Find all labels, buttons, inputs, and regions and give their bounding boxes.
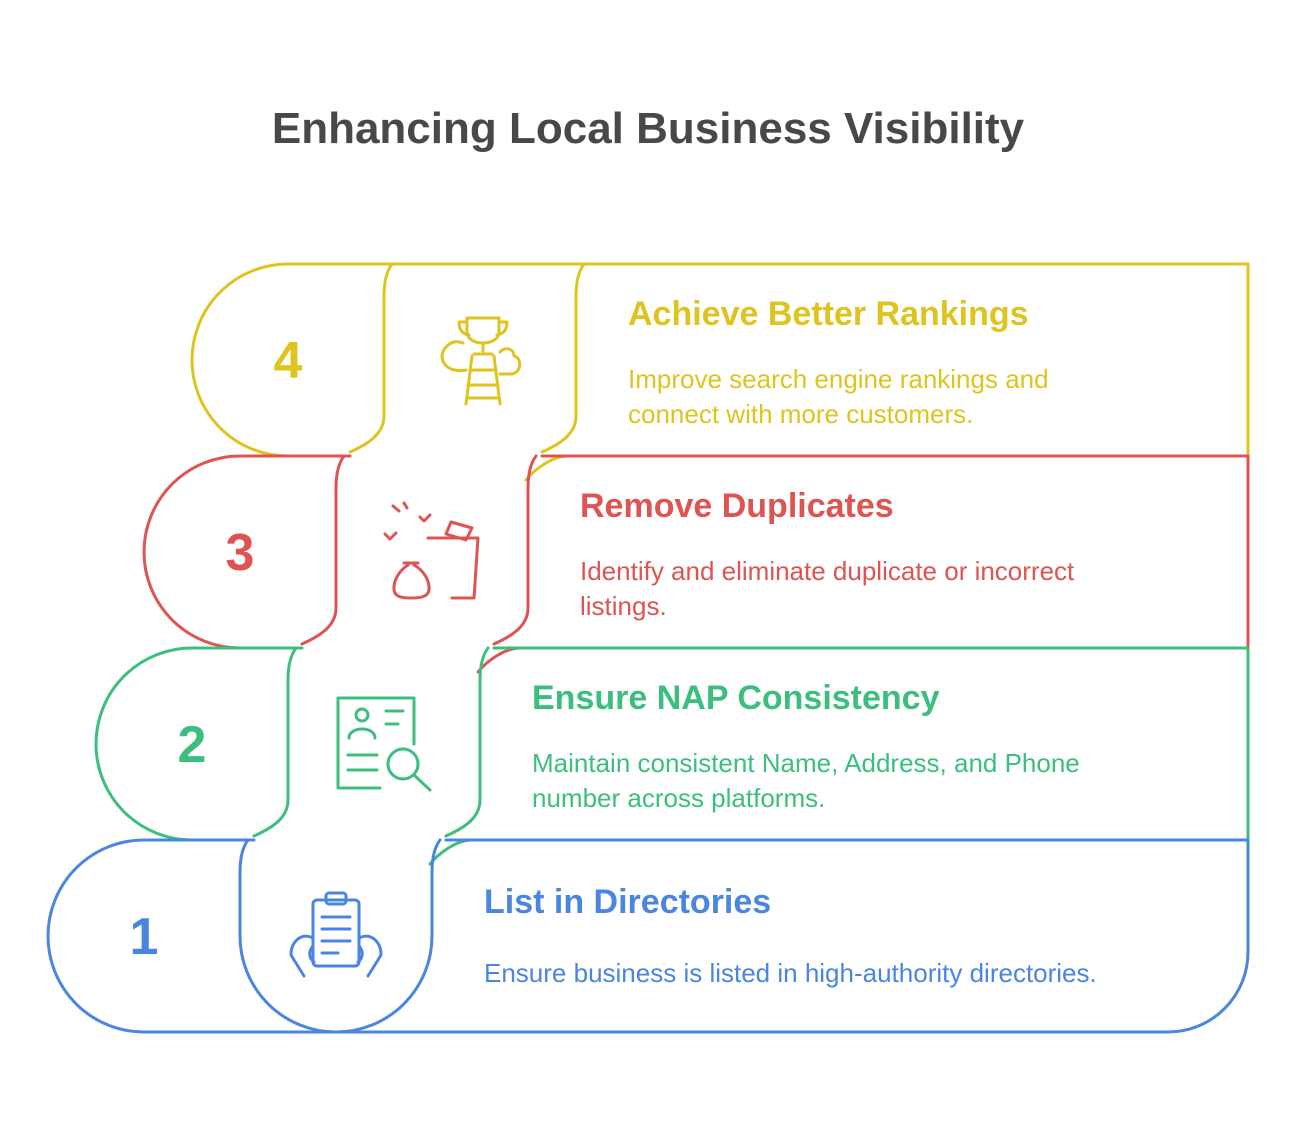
step-4-connector [348,262,586,454]
step-4-desc-line-1: Improve search engine rankings and [628,364,1049,394]
step-1-connector [238,838,442,1034]
step-3-connector [300,454,538,646]
step-1-number: 1 [130,908,159,966]
step-4-title: Achieve Better Rankings [628,295,1029,333]
step-2: 2 Ensure NAP Consistency Maintain consis… [94,646,1250,866]
step-2-desc-line-1: Maintain consistent Name, Address, and P… [532,748,1080,778]
step-4: 4 Achieve Better Rankings Improve search… [190,262,1250,482]
step-1: 1 List in Directories Ensure business is… [46,838,1250,1034]
step-1-frame [46,838,1250,1034]
trash-bin-bag-icon [383,501,480,600]
step-4-desc-line-2: connect with more customers. [628,399,973,429]
step-4-number: 4 [274,332,303,390]
step-3: 3 Remove Duplicates Identify and elimina… [142,454,1250,674]
step-3-number: 3 [226,524,255,582]
step-3-desc-line-1: Identify and eliminate duplicate or inco… [580,556,1075,586]
id-card-search-icon [336,696,432,792]
step-2-number: 2 [178,716,207,774]
step-2-connector [252,646,490,838]
step-2-desc-line-2: number across platforms. [532,783,825,813]
step-2-title: Ensure NAP Consistency [532,679,940,717]
step-3-desc-line-2: listings. [580,591,667,621]
trophy-ladder-icon [440,316,522,406]
clipboard-hands-icon [289,891,383,978]
step-3-title: Remove Duplicates [580,487,894,525]
step-1-desc-line-1: Ensure business is listed in high-author… [484,958,1097,988]
page-title: Enhancing Local Business Visibility [271,104,1025,153]
step-1-title: List in Directories [484,883,771,921]
